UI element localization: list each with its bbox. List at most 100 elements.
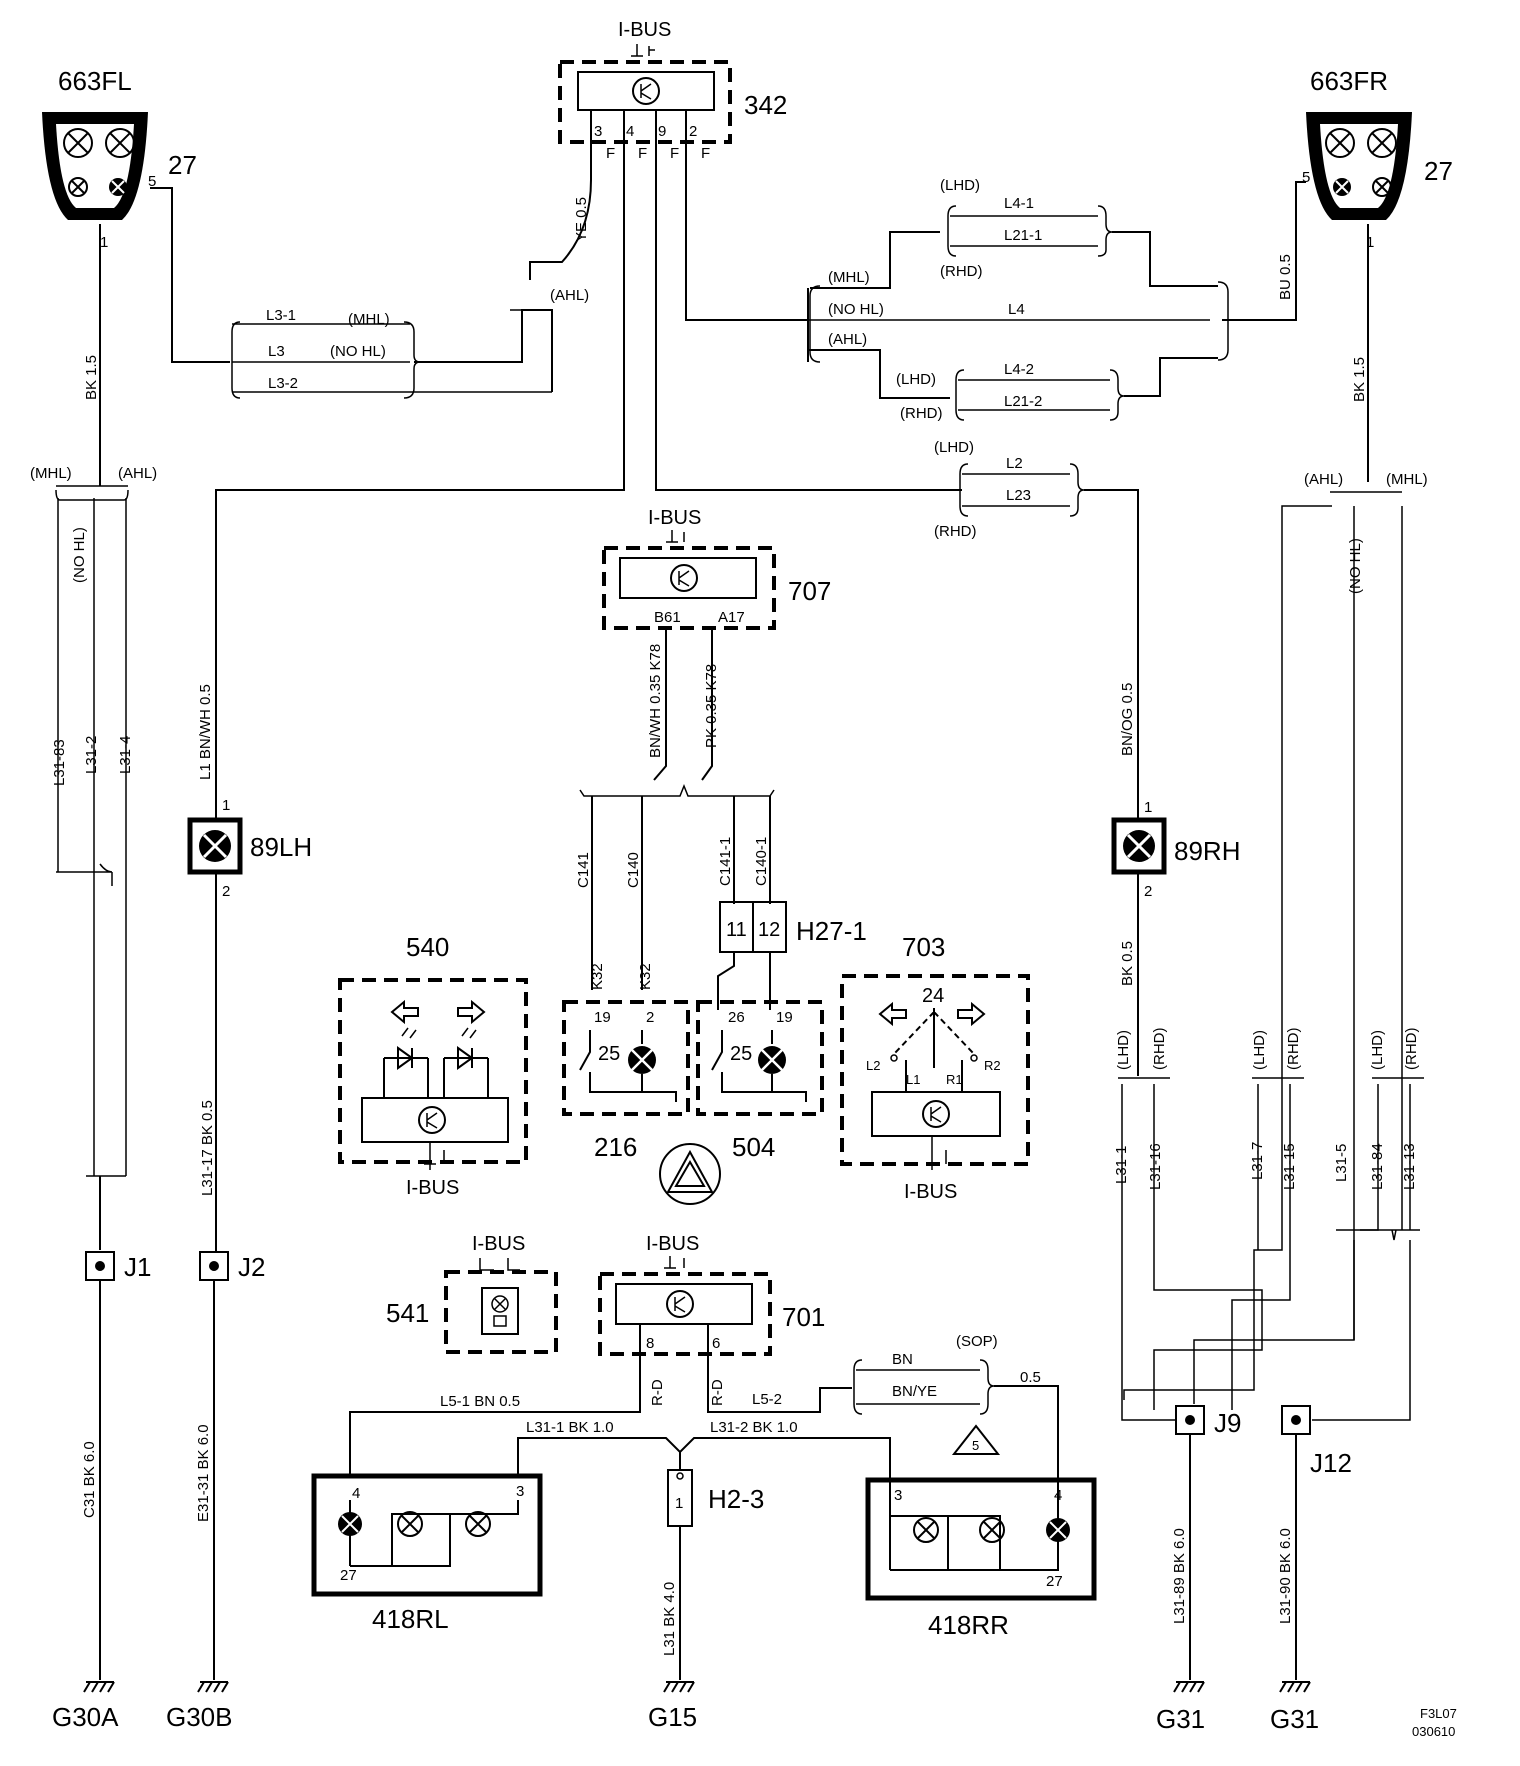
wire-variant-label: (LHD) [1251, 1030, 1268, 1070]
component-504-label: 504 [732, 1132, 775, 1162]
junction-j9: J9 [1175, 1405, 1241, 1438]
ground-icon [1279, 1681, 1311, 1693]
bus-label: I-BUS [646, 1233, 699, 1255]
bulb-icon [1372, 177, 1392, 197]
junction-label: J12 [1310, 1448, 1352, 1478]
wire-variant-label: (LHD) [934, 439, 974, 456]
wire-label: BN/OG 0.5 [1119, 683, 1136, 756]
pin-label: 3 [594, 123, 602, 140]
connector-h2-3-label: H2-3 [708, 1484, 764, 1514]
wire-label: L31-16 [1147, 1143, 1164, 1190]
wire-label: L31-84 [1369, 1143, 1386, 1190]
right-ground-chain: BK 1.5 (AHL) (MHL) (NO HL) (LHD) (RHD) (… [1113, 224, 1428, 1734]
bulb-icon [1325, 128, 1355, 158]
wire-label: R-D [709, 1379, 726, 1406]
pin-label: 8 [646, 1335, 654, 1352]
wire-label: K32 [589, 963, 606, 990]
wire-label: BK 0.5 [1119, 941, 1136, 986]
wire-variant-label: L31-2 [83, 736, 100, 774]
arrow-right-icon [457, 999, 486, 1025]
pin-label: 4 [1054, 1487, 1062, 1504]
wire-label: C140 [625, 852, 642, 888]
wire-label: BK 1.5 [83, 355, 100, 400]
component-418rl: 4 3 27 418RL [311, 1473, 543, 1634]
component-703: 703 24 L2 L1 R1 R2 I-BUS [840, 932, 1030, 1203]
pin-label: 11 [726, 919, 747, 941]
wire-variant-label: (RHD) [934, 523, 977, 540]
wire-variant-label: (RHD) [1403, 1028, 1420, 1071]
wire-label: PK 0.35 K78 [703, 664, 720, 748]
wire-variant-label: L2 [1006, 455, 1023, 472]
transistor-icon [922, 1100, 950, 1128]
component-418rl-label: 418RL [372, 1604, 449, 1634]
ground-label: G31 [1270, 1704, 1319, 1734]
lamp-label: 25 [598, 1043, 620, 1065]
pin-label: 3 [894, 1487, 902, 1504]
warning-ref-label: 5 [972, 1438, 979, 1453]
pin-label: 6 [712, 1335, 720, 1352]
wire-variant-label: (NO HL) [1347, 538, 1364, 594]
wire-variant-label: (NO HL) [828, 301, 884, 318]
led-bulb-icon [1046, 1518, 1070, 1542]
component-540-label: 540 [406, 932, 449, 962]
wire-label: BU 0.5 [1277, 254, 1294, 300]
bulb-icon [465, 1511, 491, 1537]
wire-variant-label: (AHL) [550, 287, 589, 304]
pin-label: 12 [758, 919, 780, 941]
wire-variant-label: L3-2 [268, 375, 298, 392]
pin-label: A17 [718, 609, 745, 626]
junction-j2: J2 [199, 1251, 265, 1282]
wire-variant-label: (LHD) [896, 371, 936, 388]
wire-label: (SOP) [956, 1333, 998, 1350]
component-342-label: 342 [744, 90, 787, 120]
connector-label: F [701, 145, 710, 162]
component-663fl: 663FL 5 27 1 [42, 66, 197, 251]
pin-label: 2 [689, 123, 697, 140]
component-540: 540 I-BUS [338, 932, 528, 1199]
wire-variant-label: L23 [1006, 487, 1031, 504]
wire-variant-label: (RHD) [1151, 1028, 1168, 1071]
pin-label: 1 [1144, 799, 1152, 816]
wire-label: C141-1 [717, 837, 734, 886]
wire-variant-label: (NO HL) [71, 527, 88, 583]
ground-label: G15 [648, 1702, 697, 1732]
component-701-label: 701 [782, 1302, 825, 1332]
figure-code: F3L07 030610 [1412, 1706, 1457, 1739]
wire-label: C31 BK 6.0 [81, 1441, 98, 1518]
wire-label: BN [892, 1351, 913, 1368]
ground-icon [197, 1681, 229, 1693]
figure-date-label: 030610 [1412, 1724, 1455, 1739]
bus-label: I-BUS [472, 1233, 525, 1255]
wire-label: L31-89 BK 6.0 [1171, 1528, 1188, 1624]
wire-variant-label: (AHL) [118, 465, 157, 482]
wire-label: BK 1.5 [1351, 357, 1368, 402]
wire-variant-label: L4 [1008, 301, 1025, 318]
wire-variant-label: (RHD) [1285, 1028, 1302, 1071]
pin-label: 5 [1302, 169, 1310, 186]
component-418rr-label: 418RR [928, 1610, 1009, 1640]
pin-label: 1 [1366, 234, 1374, 251]
wire-variant-label: (NO HL) [330, 343, 386, 360]
wire-label: YE 0.5 [573, 197, 590, 242]
junction-label: J9 [1214, 1408, 1241, 1438]
pin-label: 27 [1424, 156, 1453, 186]
wire-variant-label: L31-83 [51, 739, 68, 786]
wire-label: R-D [649, 1379, 666, 1406]
wire-label: L5-1 BN 0.5 [440, 1393, 520, 1410]
bus-label: I-BUS [648, 507, 701, 529]
pin-label: 1 [100, 234, 108, 251]
component-216-label: 216 [594, 1132, 637, 1162]
pin-label: 2 [222, 883, 230, 900]
led-bulb-icon [109, 178, 127, 196]
wire-variant-label: (MHL) [348, 311, 390, 328]
wire-label: L31-13 [1401, 1143, 1418, 1190]
wire-variant-label: L4-2 [1004, 361, 1034, 378]
component-663fl-label: 663FL [58, 66, 132, 96]
wire-label: L31-5 [1333, 1144, 1350, 1182]
pin-label: 4 [626, 123, 634, 140]
transistor-icon [666, 1290, 694, 1318]
junction-label: J1 [124, 1252, 151, 1282]
component-703-label: 703 [902, 932, 945, 962]
pin-label: 2 [1144, 883, 1152, 900]
